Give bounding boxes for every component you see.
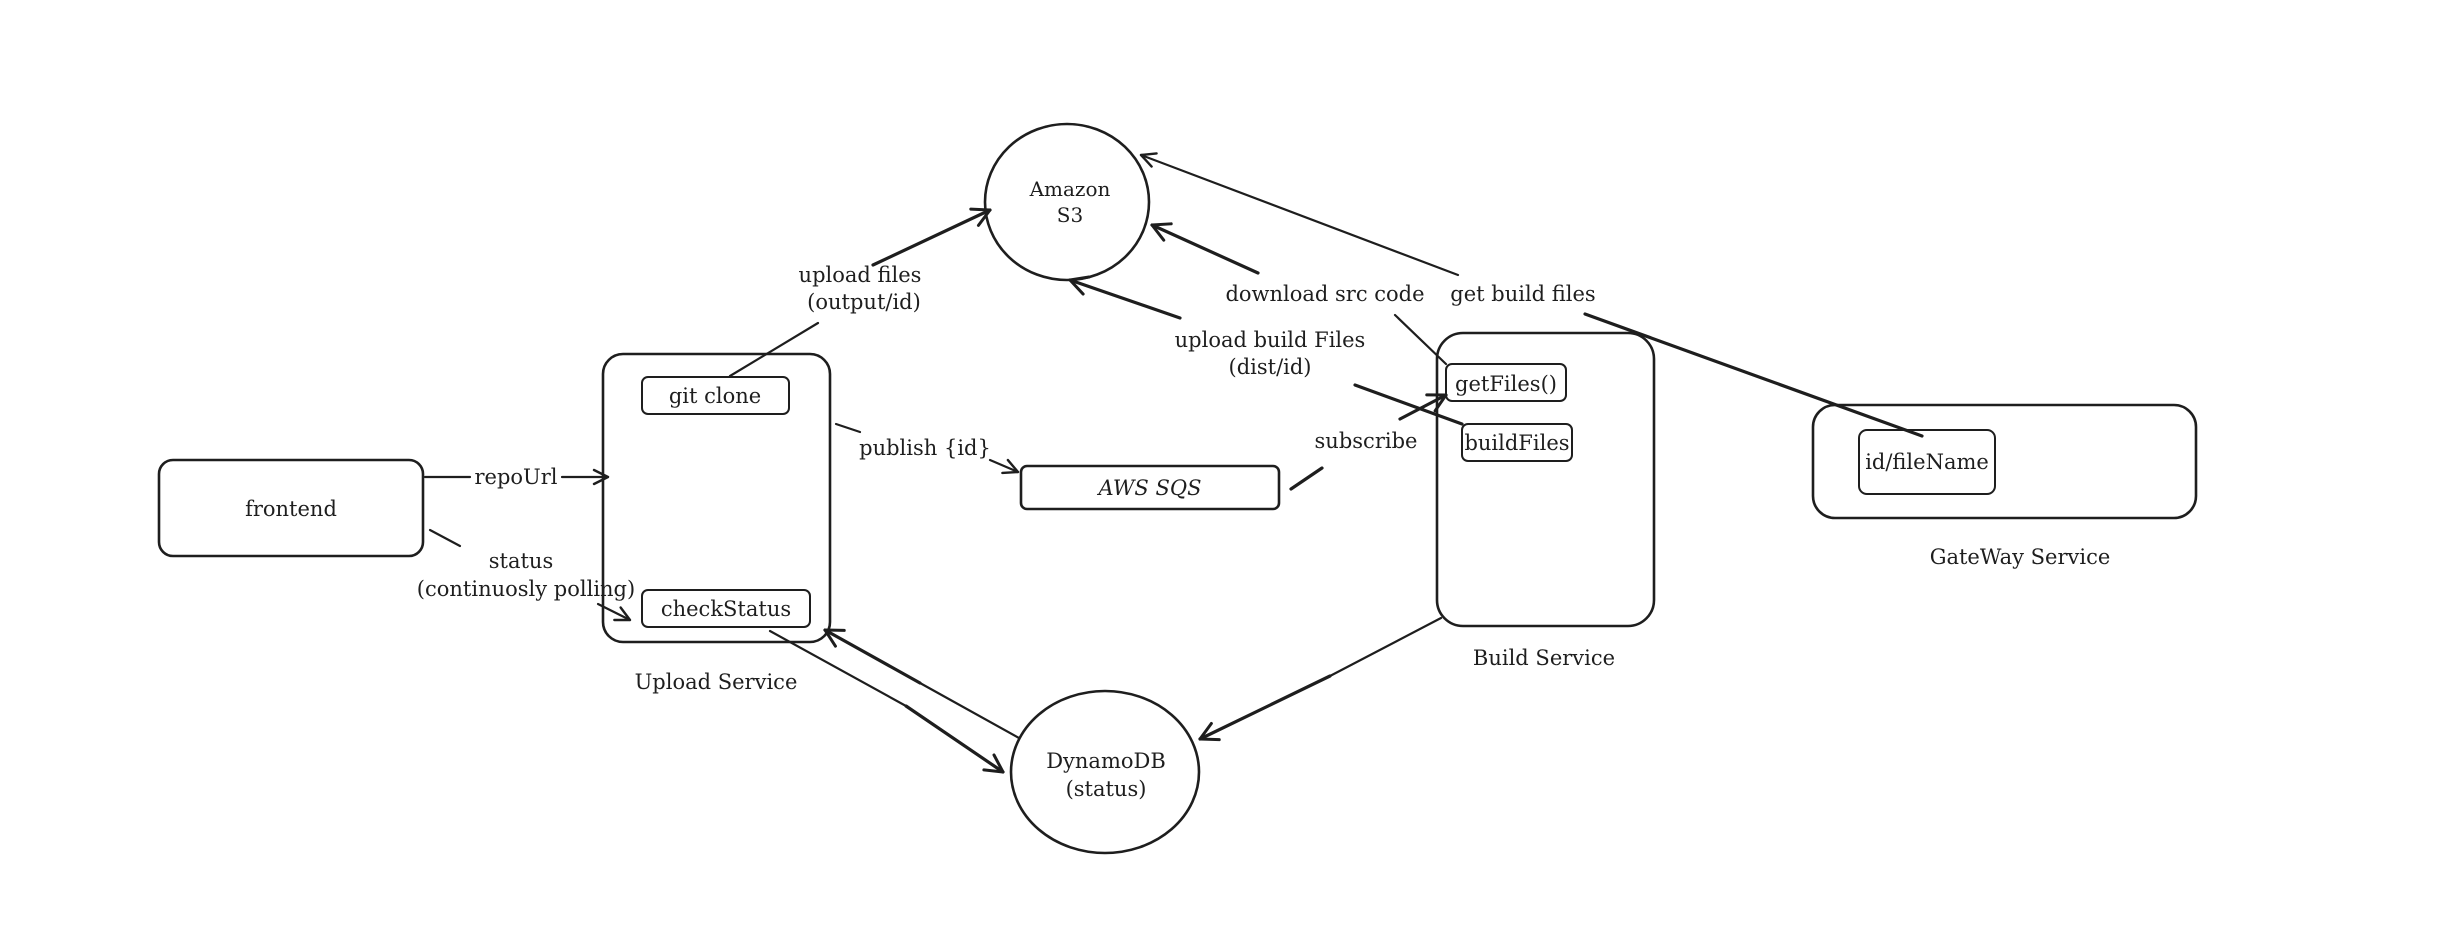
frontend-box xyxy=(157,458,425,558)
edge-download-line-a xyxy=(1393,313,1448,366)
edge-upload-files-label-line2: (output/id) xyxy=(807,290,921,314)
edge-upload-build-line-b xyxy=(1068,275,1182,320)
upload-service-box xyxy=(601,352,832,644)
dynamodb-circle xyxy=(1009,689,1201,855)
edge-status-polling[interactable]: status (continuosly polling) xyxy=(417,528,635,622)
edge-download-line-b xyxy=(1150,222,1260,275)
get-files-label: getFiles() xyxy=(1455,372,1557,396)
frontend-node[interactable]: frontend xyxy=(157,458,425,558)
upload-service-node[interactable]: git clone checkStatus Upload Service xyxy=(601,352,832,694)
git-clone-label: git clone xyxy=(669,384,761,408)
gateway-service-label: GateWay Service xyxy=(1930,545,2111,569)
edge-build-dynamo-line-a xyxy=(1328,616,1443,678)
edge-status-line-a xyxy=(428,528,462,548)
edge-download-src[interactable]: download src code xyxy=(1150,222,1448,366)
edge-get-build-files[interactable]: get build files xyxy=(1139,152,1924,438)
edge-subscribe-line-a xyxy=(1289,466,1324,491)
build-service-box xyxy=(1435,331,1656,628)
amazon-s3-circle xyxy=(983,122,1151,282)
edge-upload-build-label-line2: (dist/id) xyxy=(1229,355,1312,379)
edge-check-dynamo-line-b xyxy=(904,704,1005,774)
build-files-box xyxy=(1461,423,1573,462)
edge-upload-files-line-b xyxy=(871,207,992,267)
edge-check-dynamo-line-a xyxy=(768,629,908,708)
frontend-label: frontend xyxy=(245,497,337,521)
edge-repo-url[interactable]: repoUrl xyxy=(423,465,610,489)
edge-subscribe-label: subscribe xyxy=(1315,429,1418,453)
id-filename-label: id/fileName xyxy=(1865,450,1989,474)
edge-repo-url-label: repoUrl xyxy=(474,465,557,489)
edge-check-status-dynamodb[interactable] xyxy=(768,629,1005,774)
edge-status-label-line1: status xyxy=(489,549,553,573)
edge-get-build-line-b xyxy=(1139,152,1460,277)
check-status-label: checkStatus xyxy=(661,597,791,621)
edge-publish-line-b xyxy=(988,458,1020,475)
edge-upload-build-files[interactable]: upload build Files (dist/id) xyxy=(1068,275,1464,426)
edge-build-dynamo-line-b xyxy=(1198,674,1332,742)
edge-dynamo-upload-line-a xyxy=(918,681,1021,740)
edge-publish-line-a xyxy=(834,422,862,434)
edge-upload-files[interactable]: upload files (output/id) xyxy=(728,207,992,378)
aws-sqs-box xyxy=(1019,464,1281,511)
edge-build-dynamodb[interactable] xyxy=(1198,616,1443,742)
build-files-label: buildFiles xyxy=(1464,431,1569,455)
build-service-label: Build Service xyxy=(1473,646,1615,670)
edge-subscribe-line-b xyxy=(1398,393,1448,421)
edge-get-build-label: get build files xyxy=(1450,282,1595,306)
dynamodb-label-line2: (status) xyxy=(1066,777,1147,801)
edge-get-build-line-a xyxy=(1583,312,1924,438)
edge-status-label-line2: (continuosly polling) xyxy=(417,577,635,601)
edge-download-label: download src code xyxy=(1225,282,1424,306)
edge-upload-build-line-a xyxy=(1353,383,1464,426)
edge-upload-files-line-a xyxy=(728,321,820,378)
get-files-box xyxy=(1445,363,1567,402)
check-status-box xyxy=(641,589,811,628)
gateway-service-node[interactable]: id/fileName GateWay Service xyxy=(1811,403,2198,569)
edge-dynamo-upload-line-b xyxy=(823,628,922,685)
dynamodb-node[interactable]: DynamoDB (status) xyxy=(1009,689,1201,855)
gateway-service-box xyxy=(1811,403,2198,520)
edge-publish-id[interactable]: publish {id} xyxy=(834,422,1020,475)
aws-sqs-node[interactable]: AWS SQS xyxy=(1019,464,1281,511)
amazon-s3-label-line2: S3 xyxy=(1057,203,1083,227)
edge-upload-build-label-line1: upload build Files xyxy=(1175,328,1366,352)
dynamodb-label-line1: DynamoDB xyxy=(1046,749,1166,773)
upload-service-label: Upload Service xyxy=(635,670,798,694)
id-filename-box xyxy=(1858,429,1996,495)
amazon-s3-node[interactable]: Amazon S3 xyxy=(983,122,1151,282)
edge-upload-files-label-line1: upload files xyxy=(799,263,922,287)
edge-status-line-b xyxy=(596,602,632,622)
edge-publish-label: publish {id} xyxy=(859,436,991,460)
aws-sqs-label: AWS SQS xyxy=(1097,476,1202,500)
git-clone-box xyxy=(641,376,790,415)
amazon-s3-label-line1: Amazon xyxy=(1029,177,1111,201)
build-service-node[interactable]: getFiles() buildFiles Build Service xyxy=(1435,331,1656,670)
edge-dynamodb-upload[interactable] xyxy=(823,628,1021,740)
edge-subscribe[interactable]: subscribe xyxy=(1289,393,1448,491)
